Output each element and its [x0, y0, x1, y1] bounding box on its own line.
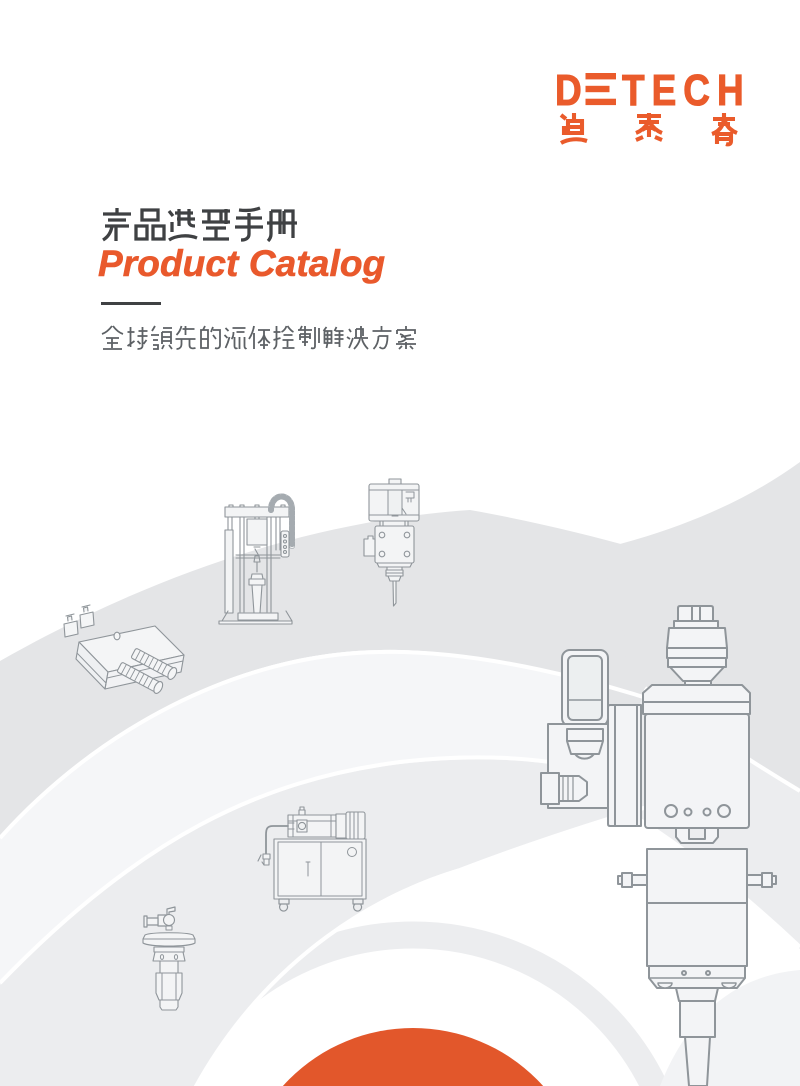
svg-text:D: D [555, 65, 582, 115]
svg-text:TECH: TECH [622, 65, 751, 115]
